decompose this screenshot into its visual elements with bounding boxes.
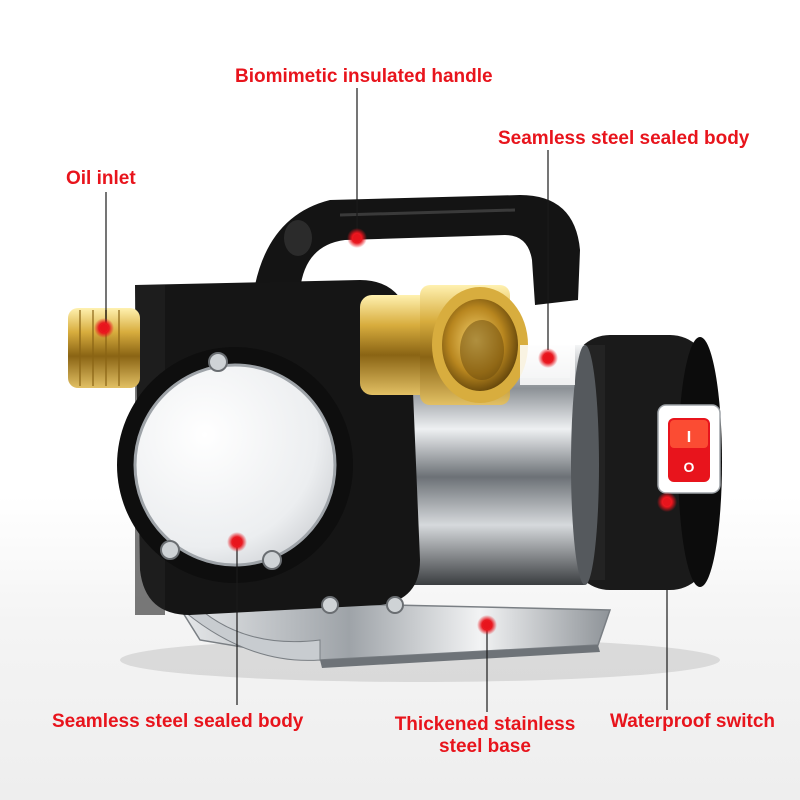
bolts xyxy=(160,352,404,614)
leader-lines xyxy=(105,88,668,712)
handle xyxy=(255,195,580,305)
oil-outlet-fitting xyxy=(360,285,528,405)
front-cover xyxy=(117,347,353,583)
steel-base xyxy=(173,599,612,668)
waterproof-switch: I O xyxy=(657,404,721,494)
label-body-bottom: Seamless steel sealed body xyxy=(52,711,304,732)
label-base-line2: steel base xyxy=(439,736,531,757)
label-handle: Biomimetic insulated handle xyxy=(235,66,493,87)
label-base: Thickened stainless steel base xyxy=(380,714,590,758)
switch-off-glyph: O xyxy=(684,459,695,475)
label-base-line1: Thickened stainless xyxy=(394,714,576,735)
label-body-top: Seamless steel sealed body xyxy=(498,128,750,149)
label-switch: Waterproof switch xyxy=(610,711,776,732)
callout-dots xyxy=(94,228,677,635)
label-oil-inlet: Oil inlet xyxy=(66,168,136,189)
switch-on-glyph: I xyxy=(687,429,691,446)
